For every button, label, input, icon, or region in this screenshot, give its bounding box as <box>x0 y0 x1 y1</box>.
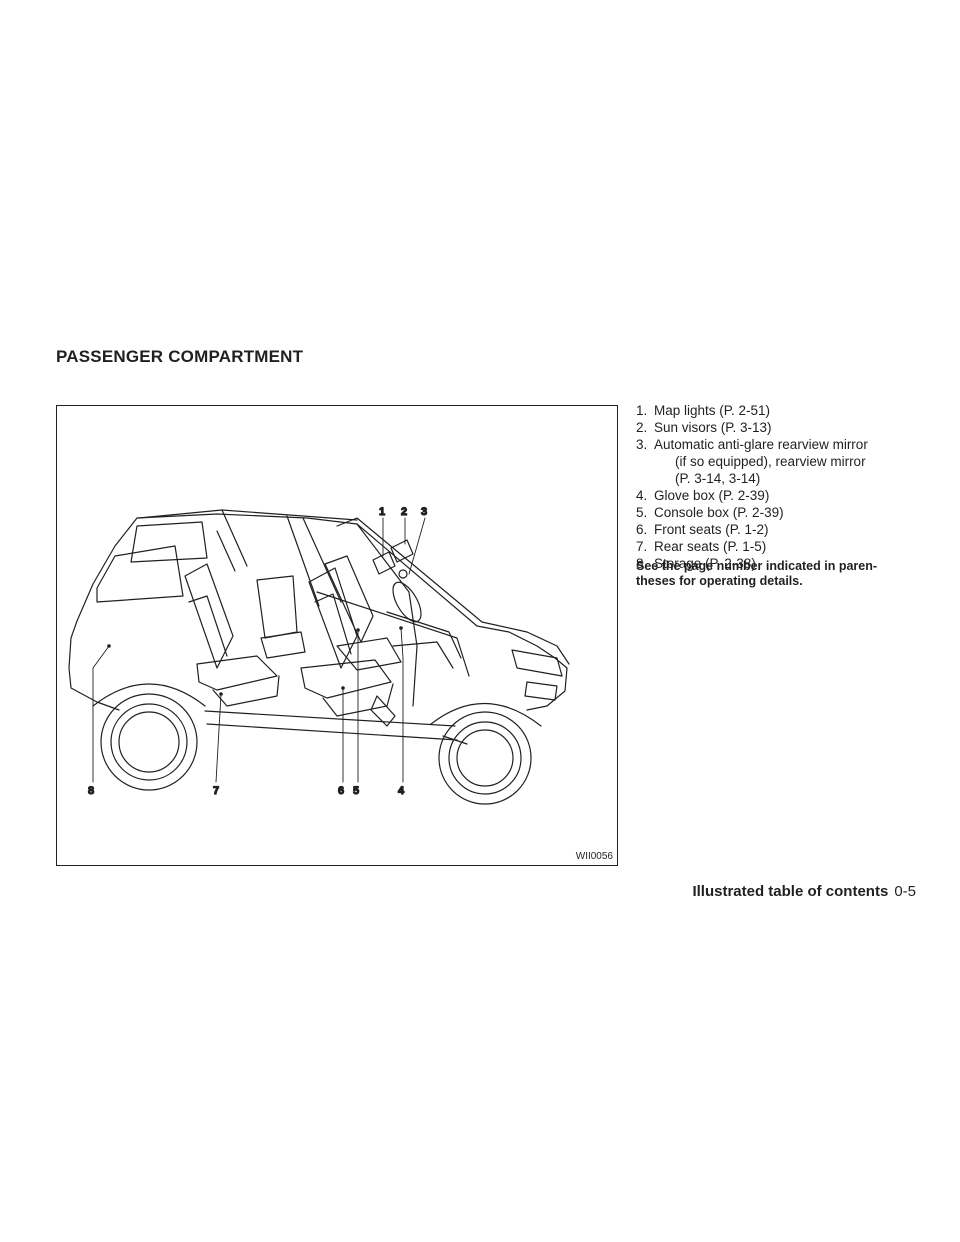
note-text: See the page number indicated in paren- … <box>636 559 878 588</box>
operating-details-note: See the page number indicated in paren- … <box>636 559 926 589</box>
rocker-panel <box>206 723 458 741</box>
map-lights <box>372 551 396 575</box>
callout-7: 7 <box>213 785 219 797</box>
legend-item: 2. Sun visors (P. 3-13) <box>636 419 926 436</box>
legend-item: 4. Glove box (P. 2-39) <box>636 487 926 504</box>
legend-list: 1. Map lights (P. 2-51) 2. Sun visors (P. … <box>636 402 926 572</box>
dashboard <box>386 611 462 659</box>
legend-number: 5. <box>636 505 648 520</box>
legend-item: 5. Console box (P. 2-39) <box>636 504 926 521</box>
legend-item: 8. Storage (P. 2-38) <box>636 555 926 572</box>
rear-side-window <box>96 545 184 603</box>
vehicle-cutaway-drawing: 1 2 3 4 5 6 7 8 <box>68 505 570 805</box>
footer-section-title: Illustrated table of contents <box>692 883 889 900</box>
section-title: PASSENGER COMPARTMENT <box>56 347 304 366</box>
rear-seat-back <box>184 563 234 669</box>
front-wheel <box>438 711 532 805</box>
callout-3: 3 <box>421 506 427 518</box>
vehicle-interior-illustration: 1 2 3 4 5 6 7 8 WII0056 <box>56 405 618 866</box>
callout-5: 5 <box>353 785 359 797</box>
legend-text: Glove box (P. 2-39) <box>654 488 770 503</box>
legend-number: 3. <box>636 437 648 452</box>
legend-text: Storage (P. 2-38) <box>654 556 756 571</box>
rearview-mirror <box>398 569 408 579</box>
steering-wheel <box>392 581 422 623</box>
callout-8: 8 <box>88 785 94 797</box>
legend-number: 8. <box>636 556 648 571</box>
callout-4: 4 <box>398 785 405 797</box>
legend-item: 6. Front seats (P. 1-2) <box>636 521 926 538</box>
legend-text-continued: (if so equipped), rearview mirror (P. 3-… <box>675 454 866 486</box>
legend-text: Front seats (P. 1-2) <box>654 522 769 537</box>
body-lower-line <box>68 667 120 711</box>
body-outline <box>68 513 568 711</box>
legend-text: Rear seats (P. 1-5) <box>654 539 767 554</box>
legend-text: Automatic anti-glare rearview mirror <box>654 437 868 452</box>
callout-6: 6 <box>338 785 344 797</box>
page-footer: Illustrated table of contents 0-5 <box>692 883 916 900</box>
sun-visor <box>390 539 414 563</box>
rear-wheel <box>100 693 198 791</box>
legend-number: 2. <box>636 420 648 435</box>
mid-window <box>130 521 208 563</box>
driver-seat-back <box>324 555 374 643</box>
legend-text: Sun visors (P. 3-13) <box>654 420 772 435</box>
legend-number: 7. <box>636 539 648 554</box>
legend-item: 3. Automatic anti-glare rearview mirror (i… <box>636 436 926 487</box>
page-number: 0-5 <box>894 883 916 900</box>
rear-seat-cushion <box>196 655 278 691</box>
figure-id: WII0056 <box>575 851 613 862</box>
legend-text: Map lights (P. 2-51) <box>654 403 771 418</box>
legend-text: Console box (P. 2-39) <box>654 505 784 520</box>
callout-1: 1 <box>379 506 385 518</box>
hood <box>481 621 570 665</box>
callout-2: 2 <box>401 506 407 518</box>
legend-item: 7. Rear seats (P. 1-5) <box>636 538 926 555</box>
legend-number: 4. <box>636 488 648 503</box>
legend-item: 1. Map lights (P. 2-51) <box>636 402 926 419</box>
legend-number: 6. <box>636 522 648 537</box>
windshield <box>336 517 483 623</box>
headlight <box>524 681 558 701</box>
legend-number: 1. <box>636 403 648 418</box>
front-seat-back <box>308 567 358 669</box>
front-seat-cushion <box>300 659 392 699</box>
grille <box>511 649 563 677</box>
